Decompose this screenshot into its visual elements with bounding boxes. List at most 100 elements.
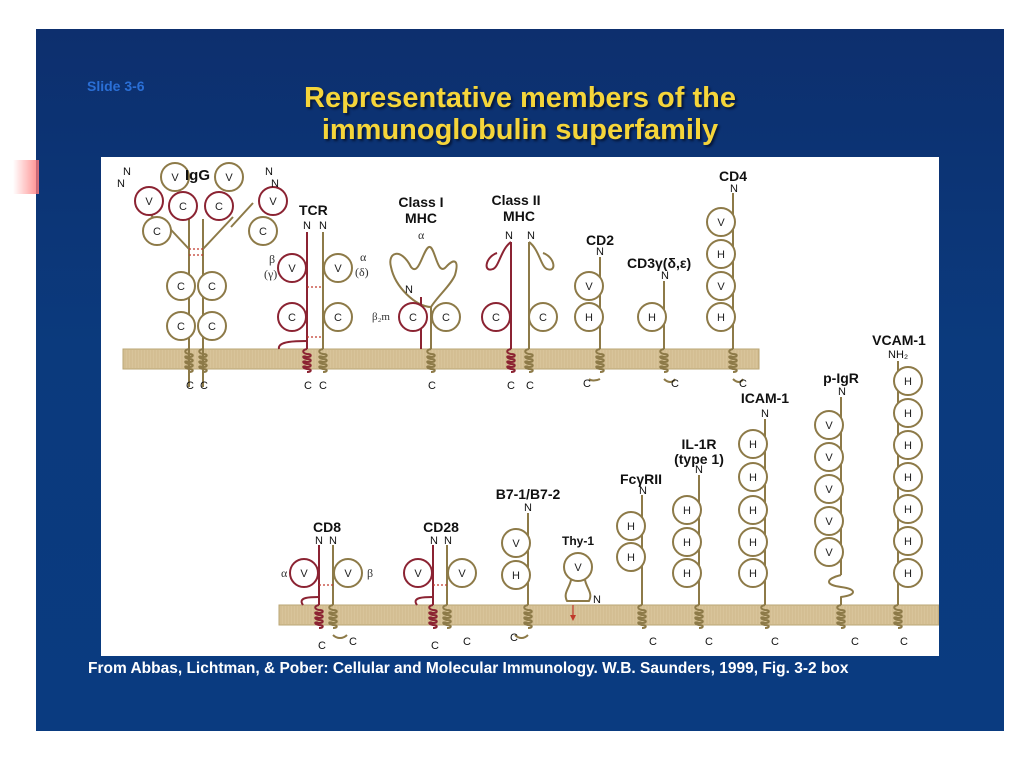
domain-label: H xyxy=(749,568,757,580)
terminus-c: C xyxy=(431,640,439,652)
terminus-n: N xyxy=(444,535,452,547)
label-pigr: p-IgR xyxy=(823,370,859,386)
label-class2-line2: MHC xyxy=(503,208,535,224)
transmembrane-coil xyxy=(836,604,846,629)
terminus-c: C xyxy=(507,380,515,392)
terminus-n: N xyxy=(123,166,131,178)
domain-v xyxy=(447,558,477,588)
terminus-c: C xyxy=(851,636,859,648)
label-icam1: ICAM-1 xyxy=(741,390,789,406)
transmembrane-coil xyxy=(328,604,338,629)
figure-citation: From Abbas, Lichtman, & Pober: Cellular … xyxy=(88,660,849,677)
cd8-beta-cyto xyxy=(332,634,348,639)
domain-label: V xyxy=(825,516,833,528)
terminus-c: C xyxy=(900,636,908,648)
domain-h xyxy=(893,398,923,428)
domain-h xyxy=(672,495,702,525)
domain-label: C xyxy=(215,201,223,213)
terminus-c: C xyxy=(428,380,436,392)
terminus-n: N xyxy=(639,485,647,497)
domain-label: V xyxy=(585,281,593,293)
domain-label: H xyxy=(904,504,912,516)
domain-label: H xyxy=(648,312,656,324)
label-class1-line2: MHC xyxy=(405,210,437,226)
domain-label: V xyxy=(825,452,833,464)
domain-label: C xyxy=(177,321,185,333)
domain-v xyxy=(403,558,433,588)
domain-c xyxy=(248,216,278,246)
domain-label: V xyxy=(458,568,466,580)
domain-label: C xyxy=(409,312,417,324)
terminus-n: N xyxy=(730,183,738,195)
domain-h xyxy=(501,560,531,590)
domain-label: C xyxy=(492,312,500,324)
domain-label: C xyxy=(208,321,216,333)
terminus-n: N xyxy=(117,178,125,190)
transmembrane-coil xyxy=(523,604,533,629)
domain-c xyxy=(166,271,196,301)
domain-v xyxy=(814,537,844,567)
domain-v xyxy=(574,271,604,301)
pigr-stalk xyxy=(828,574,854,605)
label-cd8-beta: β xyxy=(367,566,373,580)
transmembrane-coil xyxy=(302,348,312,373)
terminus-c: C xyxy=(705,636,713,648)
label-vcam-nh2: NH₂ xyxy=(888,349,908,361)
domain-v xyxy=(563,552,593,582)
domain-h xyxy=(893,462,923,492)
domain-label: V xyxy=(512,538,520,550)
domain-h xyxy=(893,526,923,556)
domain-h xyxy=(738,495,768,525)
title-line-1: Representative members of the xyxy=(304,82,736,114)
terminus-c: C xyxy=(510,632,518,644)
domain-label: C xyxy=(153,226,161,238)
domain-label: C xyxy=(179,201,187,213)
domain-c xyxy=(168,191,198,221)
terminus-n: N xyxy=(315,535,323,547)
domain-h xyxy=(893,430,923,460)
domain-v xyxy=(134,186,164,216)
transmembrane-coil xyxy=(428,604,438,629)
domain-label: V xyxy=(825,484,833,496)
terminus-c: C xyxy=(671,378,679,390)
domain-c xyxy=(398,302,428,332)
domain-label: C xyxy=(259,226,267,238)
domain-h xyxy=(893,494,923,524)
domain-label: H xyxy=(717,312,725,324)
slide-title: Representative members of the immunoglob… xyxy=(200,82,840,146)
domain-h xyxy=(574,302,604,332)
domain-label: V xyxy=(344,568,352,580)
terminus-c: C xyxy=(526,380,534,392)
label-tcr-beta: β xyxy=(269,252,275,266)
domain-label: H xyxy=(904,568,912,580)
domain-h xyxy=(706,302,736,332)
domain-label: V xyxy=(288,263,296,275)
domain-c xyxy=(431,302,461,332)
domain-h xyxy=(616,511,646,541)
terminus-c: C xyxy=(739,378,747,390)
cd8-tail xyxy=(300,596,320,606)
terminus-n: N xyxy=(527,230,535,242)
cd28-tail xyxy=(414,596,434,606)
label-tcr-alpha: α xyxy=(360,250,367,264)
label-il1r-line2: (type 1) xyxy=(674,451,724,467)
slide-number: Slide 3-6 xyxy=(87,78,145,94)
domain-label: C xyxy=(288,312,296,324)
domain-label: C xyxy=(334,312,342,324)
domain-label: H xyxy=(717,249,725,261)
domain-label: H xyxy=(512,570,520,582)
domain-h xyxy=(672,527,702,557)
labels: IgG TCR Class I MHC Class II MHC CD2 CD3… xyxy=(117,166,926,652)
domain-v xyxy=(323,253,353,283)
terminus-c: C xyxy=(200,380,208,392)
label-igg: IgG xyxy=(185,167,210,184)
transmembrane-coil xyxy=(184,348,194,373)
terminus-n: N xyxy=(265,166,273,178)
terminus-n: N xyxy=(761,408,769,420)
terminus-n: N xyxy=(505,230,513,242)
domain-c xyxy=(204,191,234,221)
domain-c xyxy=(142,216,172,246)
domain-c xyxy=(481,302,511,332)
